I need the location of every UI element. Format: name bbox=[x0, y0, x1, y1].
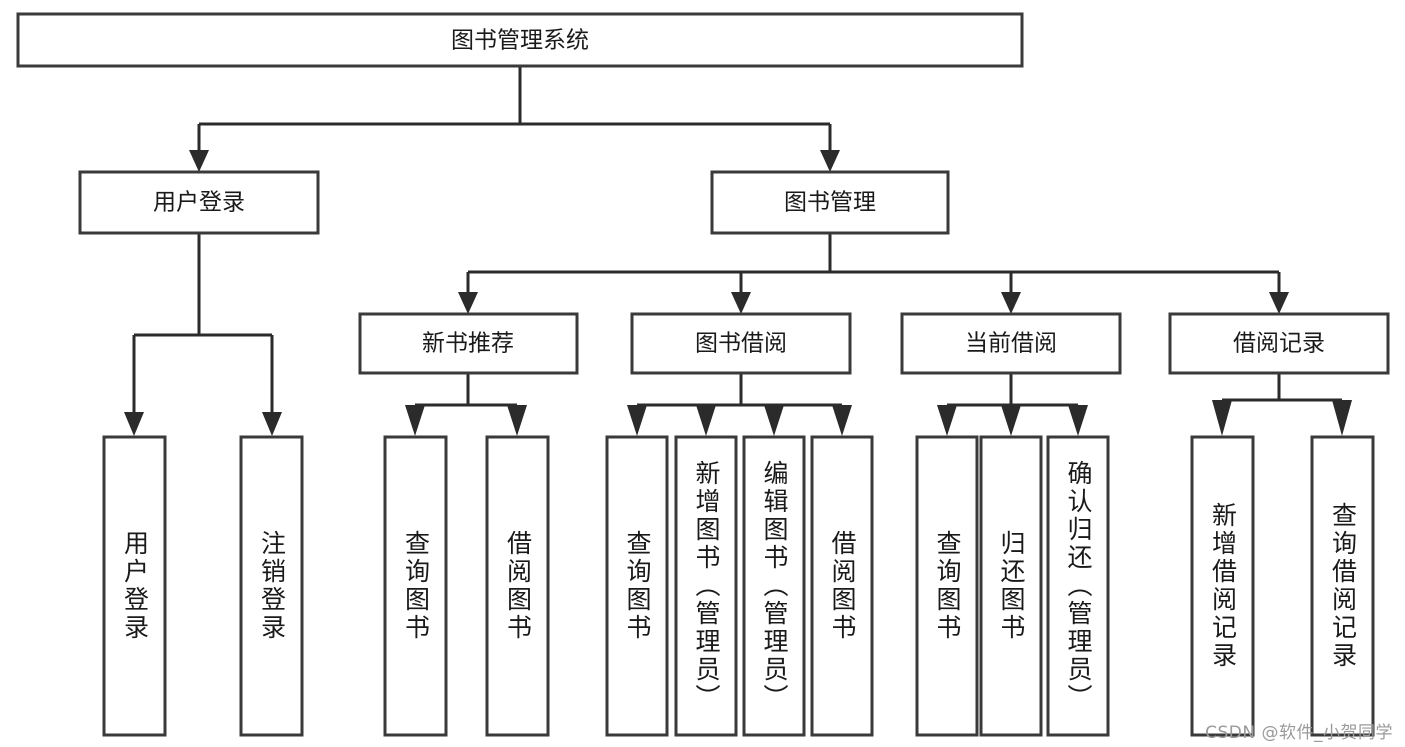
arrowhead-leaf-user-login-2 bbox=[262, 412, 282, 436]
csdn-watermark: CSDN @软件_小贺同学 bbox=[1205, 723, 1393, 743]
arrowhead-bookborrow-leaf-3 bbox=[764, 405, 784, 436]
leaf-box-user-login-2[interactable] bbox=[239, 435, 304, 737]
arrowhead-newbook-leaf-2 bbox=[507, 405, 527, 436]
leaf-box-bookborrow-1[interactable] bbox=[605, 435, 669, 737]
arrowhead-currentborrow-leaf-2 bbox=[1001, 405, 1021, 436]
arrowhead-bookborrow-leaf-2 bbox=[696, 405, 716, 436]
leaf-boxes-group bbox=[102, 435, 1375, 737]
node-user-login[interactable]: 用户登录 bbox=[78, 170, 320, 235]
arrowhead-borrowrecord-leaf-1 bbox=[1212, 400, 1232, 436]
arrowhead-bookborrow-leaf-1 bbox=[627, 405, 647, 436]
node-book-borrow[interactable]: 图书借阅 bbox=[630, 312, 852, 375]
node-new-book-recommend-label: 新书推荐 bbox=[422, 331, 514, 357]
arrowhead-book-borrow bbox=[731, 292, 751, 314]
arrowhead-new-book bbox=[458, 292, 478, 314]
leaf-box-borrowrecord-1[interactable] bbox=[1190, 435, 1255, 737]
leaf-box-currentborrow-2[interactable] bbox=[979, 435, 1043, 737]
leaf-box-bookborrow-2[interactable] bbox=[674, 435, 738, 737]
leaf-box-bookborrow-3[interactable] bbox=[742, 435, 806, 737]
leaf-box-currentborrow-3[interactable] bbox=[1046, 435, 1110, 737]
node-book-manage[interactable]: 图书管理 bbox=[710, 170, 950, 235]
node-current-borrow-box[interactable] bbox=[900, 312, 1122, 375]
node-book-borrow-box[interactable] bbox=[630, 312, 852, 375]
node-current-borrow-label: 当前借阅 bbox=[965, 331, 1057, 357]
node-user-login-box[interactable] bbox=[78, 170, 320, 235]
leaf-box-currentborrow-1[interactable] bbox=[915, 435, 979, 737]
arrowhead-borrow-record bbox=[1269, 292, 1289, 314]
leaf-box-user-login-1[interactable] bbox=[102, 435, 167, 737]
arrowhead-currentborrow-leaf-1 bbox=[937, 405, 957, 436]
leaf-box-newbook-2[interactable] bbox=[485, 435, 550, 737]
node-book-borrow-label: 图书借阅 bbox=[695, 331, 787, 357]
node-user-login-label: 用户登录 bbox=[153, 190, 245, 216]
leaf-box-newbook-1[interactable] bbox=[383, 435, 448, 737]
leaf-box-bookborrow-4[interactable] bbox=[810, 435, 874, 737]
connectors-group bbox=[124, 66, 1352, 436]
leaf-box-borrowrecord-2[interactable] bbox=[1310, 435, 1375, 737]
node-new-book-recommend[interactable]: 新书推荐 bbox=[358, 312, 579, 375]
arrowhead-leaf-user-login-1 bbox=[124, 412, 144, 436]
arrowhead-book-manage bbox=[820, 150, 840, 172]
arrowhead-user-login bbox=[189, 150, 209, 172]
node-borrow-record[interactable]: 借阅记录 bbox=[1168, 312, 1390, 375]
arrowhead-borrowrecord-leaf-2 bbox=[1332, 400, 1352, 436]
arrowhead-bookborrow-leaf-4 bbox=[832, 405, 852, 436]
node-current-borrow[interactable]: 当前借阅 bbox=[900, 312, 1122, 375]
node-root-box[interactable] bbox=[16, 12, 1024, 68]
node-book-manage-box[interactable] bbox=[710, 170, 950, 235]
node-borrow-record-box[interactable] bbox=[1168, 312, 1390, 375]
arrowhead-currentborrow-leaf-3 bbox=[1068, 405, 1088, 436]
node-new-book-recommend-box[interactable] bbox=[358, 312, 579, 375]
node-root-system[interactable]: 图书管理系统 bbox=[16, 12, 1024, 68]
node-borrow-record-label: 借阅记录 bbox=[1233, 331, 1325, 357]
arrowhead-newbook-leaf-1 bbox=[405, 405, 425, 436]
arrowhead-current-borrow bbox=[1001, 292, 1021, 314]
node-root-label: 图书管理系统 bbox=[451, 28, 589, 54]
node-book-manage-label: 图书管理 bbox=[784, 190, 876, 216]
